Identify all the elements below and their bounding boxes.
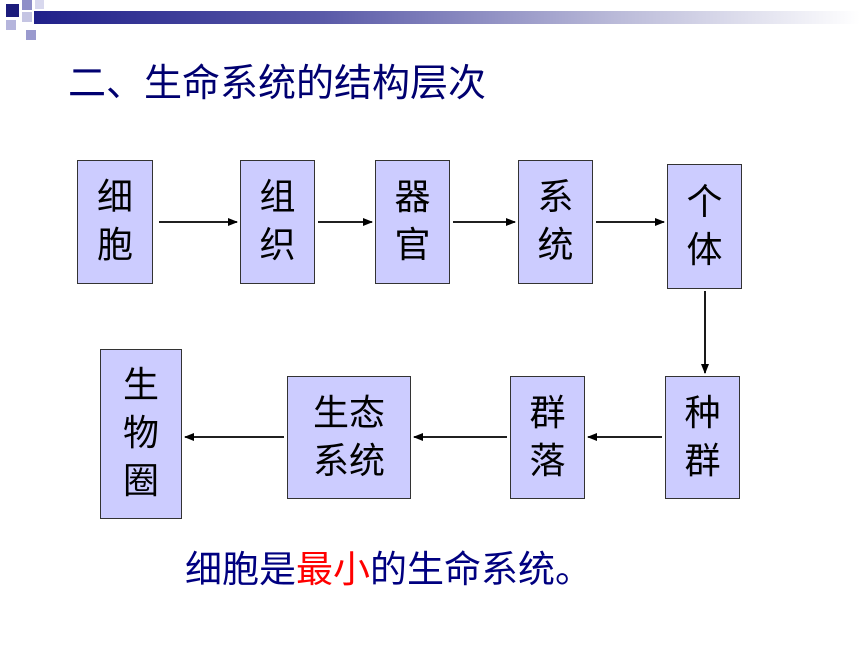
box-individual-line: 体	[686, 229, 723, 271]
box-biosphere-line: 圈	[122, 461, 159, 502]
box-organ: 器 官	[375, 160, 450, 284]
conclusion-highlight: 最小	[296, 548, 370, 591]
box-system-line: 系	[537, 177, 574, 218]
box-organ-line: 官	[394, 225, 431, 266]
box-cell-line: 细	[96, 177, 133, 218]
header-square	[35, 0, 44, 9]
box-individual-line: 个	[686, 181, 723, 223]
conclusion-text-after: 的生命系统。	[370, 548, 592, 591]
box-population: 种 群	[665, 376, 740, 499]
box-community: 群 落	[510, 376, 585, 499]
header-square	[6, 20, 16, 30]
header-gradient-bar	[34, 11, 860, 24]
header-decoration	[0, 0, 860, 50]
box-community-line: 落	[529, 440, 566, 482]
box-biosphere-line: 生	[122, 365, 159, 406]
box-tissue-line: 织	[259, 225, 296, 266]
box-cell-line: 胞	[96, 225, 133, 266]
box-biosphere: 生 物 圈	[100, 349, 182, 519]
box-tissue-line: 组	[259, 177, 296, 218]
header-square	[22, 12, 32, 22]
box-individual: 个 体	[667, 164, 742, 289]
box-ecosystem: 生态 系统	[287, 376, 411, 499]
conclusion-text-before: 细胞是	[185, 548, 296, 591]
box-population-line: 群	[684, 440, 721, 482]
box-community-line: 群	[529, 392, 566, 434]
box-ecosystem-line: 系统	[312, 440, 385, 482]
box-tissue: 组 织	[240, 160, 315, 284]
header-square	[22, 0, 32, 10]
box-cell: 细 胞	[77, 160, 153, 284]
conclusion-text: 细胞是最小的生命系统。	[185, 542, 592, 598]
box-system: 系 统	[518, 160, 593, 284]
box-population-line: 种	[684, 392, 721, 434]
header-square	[6, 4, 19, 17]
box-biosphere-line: 物	[122, 413, 159, 454]
header-square	[26, 30, 36, 40]
box-ecosystem-line: 生态	[312, 392, 385, 434]
box-organ-line: 器	[394, 177, 431, 218]
box-system-line: 统	[537, 225, 574, 266]
page-title: 二、生命系统的结构层次	[68, 61, 487, 105]
